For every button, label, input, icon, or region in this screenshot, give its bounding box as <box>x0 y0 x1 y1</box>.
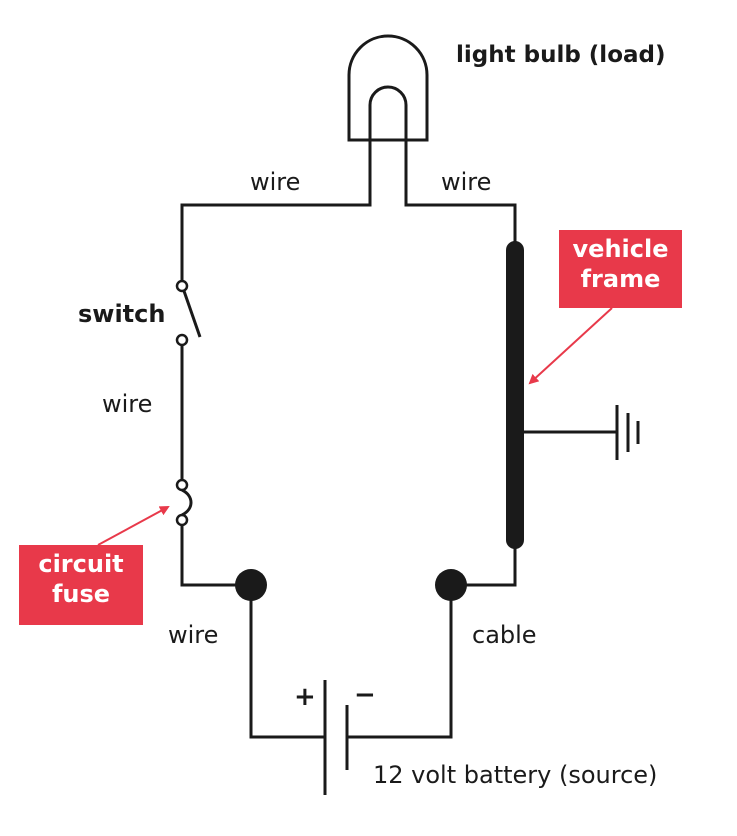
wire-label-bottom-left: wire <box>168 621 219 649</box>
circuit-fuse-callout-line-1: circuit <box>38 550 124 578</box>
ground-icon <box>615 405 640 460</box>
switch-label: switch <box>78 300 166 328</box>
wire-label-top-right: wire <box>441 168 492 196</box>
vehicle-frame-callout-line-1: vehicle <box>572 235 669 263</box>
light-bulb-label: light bulb (load) <box>456 42 666 68</box>
wire-to-battery-positive <box>249 585 325 739</box>
frame-callout-arrow <box>528 307 613 385</box>
vehicle-frame-callout: vehicle frame <box>559 230 682 308</box>
wire-bottom-left <box>180 520 251 587</box>
battery-minus-label: − <box>354 680 376 710</box>
switch-icon <box>175 279 202 347</box>
circuit-fuse-callout-line-2: fuse <box>51 580 111 608</box>
wire-label-top-left: wire <box>250 168 301 196</box>
wire-top-left <box>180 140 372 280</box>
cable-label: cable <box>472 621 537 649</box>
terminal-right <box>435 569 467 601</box>
circuit-wires <box>180 140 617 739</box>
battery-plus-label: + <box>294 682 316 712</box>
cable-to-battery-negative <box>347 585 453 739</box>
light-bulb-icon <box>347 34 429 142</box>
wire-top-right <box>404 140 517 250</box>
fuse-callout-arrow <box>97 506 170 546</box>
circuit-fuse-callout: circuit fuse <box>19 545 143 625</box>
wire-label-left: wire <box>102 390 153 418</box>
cable-to-frame <box>451 535 517 587</box>
terminal-left <box>235 569 267 601</box>
battery-icon <box>323 680 349 795</box>
fuse-icon <box>175 478 193 527</box>
vehicle-frame-callout-line-2: frame <box>580 265 661 293</box>
battery-label: 12 volt battery (source) <box>373 761 658 789</box>
